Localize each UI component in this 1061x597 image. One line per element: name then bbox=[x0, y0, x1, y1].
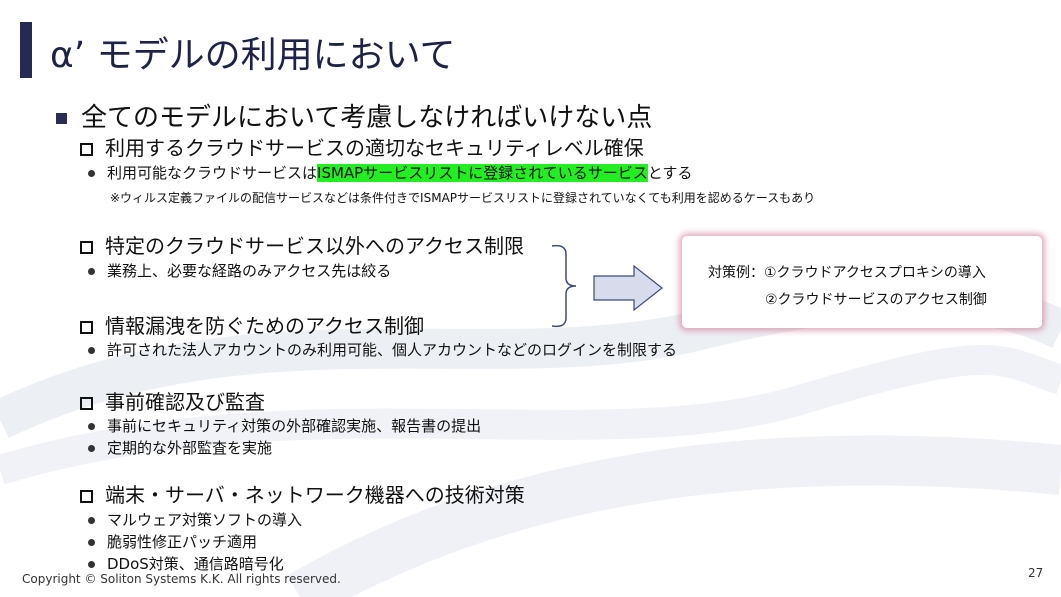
main-point-text: 全てのモデルにおいて考慮しなければいけない点 bbox=[81, 103, 653, 133]
bullet-text: 利用可能なクラウドサービスは bbox=[107, 164, 318, 182]
section-heading: 端末・サーバ・ネットワーク機器への技術対策 bbox=[80, 483, 525, 507]
heading-text: 特定のクラウドサービス以外へのアクセス制限 bbox=[105, 234, 524, 258]
dot-bullet-icon bbox=[88, 517, 95, 524]
hollow-square-bullet-icon bbox=[80, 490, 93, 503]
bullet-item: マルウェア対策ソフトの導入 bbox=[88, 510, 302, 530]
main-point: 全てのモデルにおいて考慮しなければいけない点 bbox=[56, 103, 652, 133]
section-heading: 利用するクラウドサービスの適切なセキュリティレベル確保 bbox=[80, 136, 644, 160]
dot-bullet-icon bbox=[88, 561, 95, 568]
dot-bullet-icon bbox=[88, 423, 95, 430]
hollow-square-bullet-icon bbox=[80, 397, 93, 410]
bullet-item: 業務上、必要な経路のみアクセス先は絞る bbox=[88, 261, 391, 281]
bullet-item: DDoS対策、通信路暗号化 bbox=[88, 554, 284, 574]
section-heading: 事前確認及び監査 bbox=[80, 390, 265, 414]
copyright: Copyright © Soliton Systems K.K. All rig… bbox=[22, 572, 341, 586]
bullet-text: 許可された法人アカウントのみ利用可能、個人アカウントなどのログインを制限する bbox=[107, 341, 678, 359]
countermeasure-callout: 対策例：①クラウドアクセスプロキシの導入 ②クラウドサービスのアクセス制御 bbox=[682, 236, 1042, 328]
bullet-text: 業務上、必要な経路のみアクセス先は絞る bbox=[107, 262, 392, 280]
dot-bullet-icon bbox=[88, 445, 95, 452]
bullet-text: 事前にセキュリティ対策の外部確認実施、報告書の提出 bbox=[107, 417, 482, 435]
dot-bullet-icon bbox=[88, 268, 95, 275]
highlighted-text: ISMAPサービスリストに登録されているサービス bbox=[317, 164, 648, 182]
bullet-text: DDoS対策、通信路暗号化 bbox=[107, 555, 284, 573]
note: ※ウィルス定義ファイルの配信サービスなどは条件付きでISMAPサービスリストに登… bbox=[110, 191, 816, 205]
dot-bullet-icon bbox=[88, 347, 95, 354]
heading-text: 情報漏洩を防ぐためのアクセス制御 bbox=[105, 314, 424, 338]
slide-title: α’ モデルの利用において bbox=[50, 35, 456, 76]
callout-line-2: ②クラウドサービスのアクセス制御 bbox=[765, 292, 987, 308]
heading-text: 事前確認及び監査 bbox=[105, 390, 265, 414]
callout-line-1: 対策例：①クラウドアクセスプロキシの導入 bbox=[708, 265, 986, 281]
dot-bullet-icon bbox=[88, 170, 95, 177]
bullet-item: 事前にセキュリティ対策の外部確認実施、報告書の提出 bbox=[88, 416, 481, 436]
right-brace-icon bbox=[551, 244, 577, 328]
dot-bullet-icon bbox=[88, 539, 95, 546]
bullet-item: 定期的な外部監査を実施 bbox=[88, 438, 272, 458]
page-number: 27 bbox=[1028, 566, 1044, 580]
hollow-square-bullet-icon bbox=[80, 143, 93, 156]
bullet-item: 許可された法人アカウントのみ利用可能、個人アカウントなどのログインを制限する bbox=[88, 340, 677, 360]
title-accent-bar bbox=[20, 22, 32, 78]
hollow-square-bullet-icon bbox=[80, 241, 93, 254]
bullet-text: 定期的な外部監査を実施 bbox=[107, 439, 273, 457]
bullet-item: 利用可能なクラウドサービスはISMAPサービスリストに登録されているサービスとす… bbox=[88, 163, 692, 183]
bullet-text: とする bbox=[647, 164, 693, 182]
hollow-square-bullet-icon bbox=[80, 321, 93, 334]
heading-text: 端末・サーバ・ネットワーク機器への技術対策 bbox=[105, 483, 525, 507]
bullet-text: マルウェア対策ソフトの導入 bbox=[107, 511, 303, 529]
right-arrow-icon bbox=[593, 264, 663, 312]
bullet-text: 脆弱性修正パッチ適用 bbox=[107, 533, 258, 551]
heading-text: 利用するクラウドサービスの適切なセキュリティレベル確保 bbox=[105, 136, 644, 160]
bullet-item: 脆弱性修正パッチ適用 bbox=[88, 532, 257, 552]
square-bullet-icon bbox=[56, 113, 67, 124]
section-heading: 特定のクラウドサービス以外へのアクセス制限 bbox=[80, 234, 524, 258]
section-heading: 情報漏洩を防ぐためのアクセス制御 bbox=[80, 314, 424, 338]
